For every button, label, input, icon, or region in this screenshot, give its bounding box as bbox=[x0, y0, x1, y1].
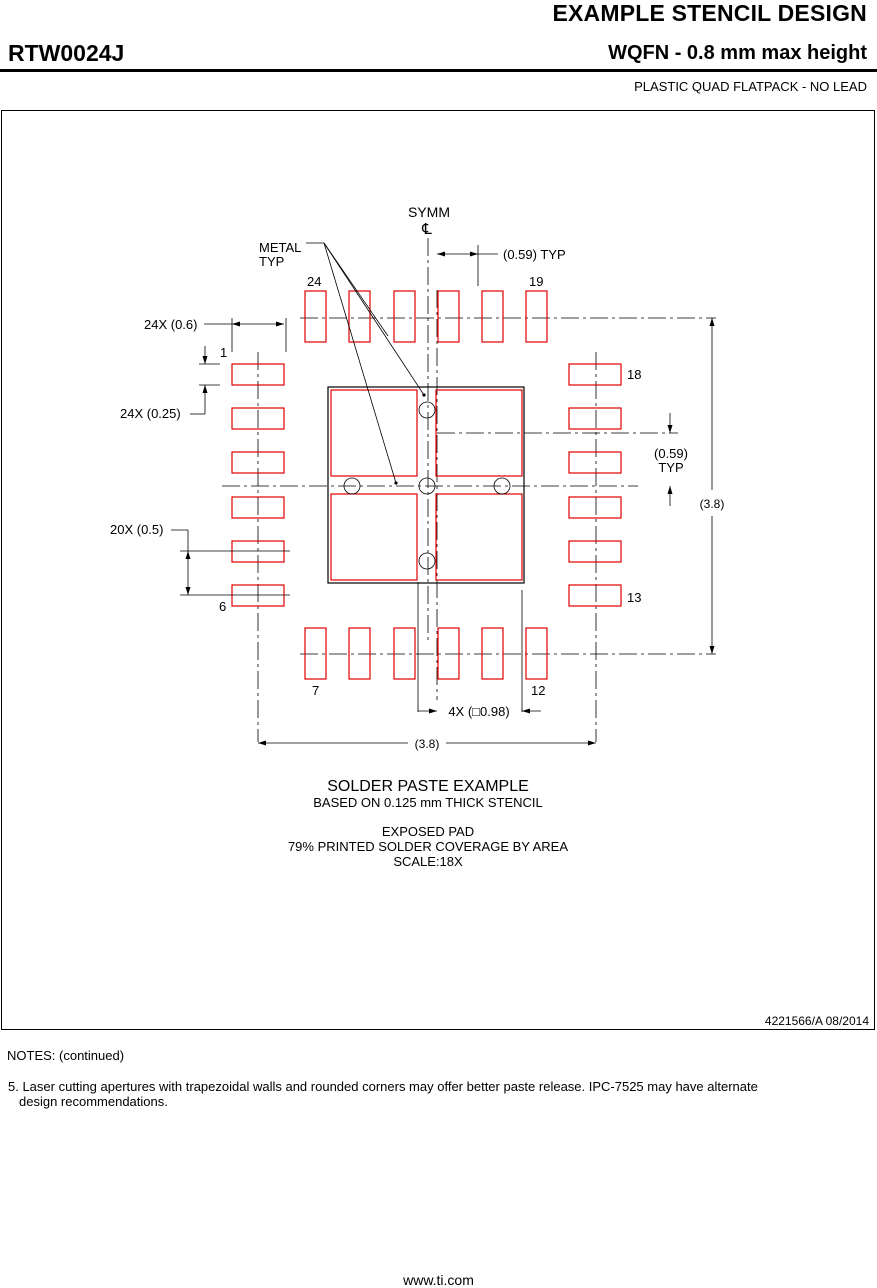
caption-stencil: BASED ON 0.125 mm THICK STENCIL bbox=[313, 795, 543, 810]
pad bbox=[348, 627, 371, 680]
dim-pitch-right-typ-label: TYP bbox=[658, 460, 683, 475]
pad bbox=[231, 407, 285, 430]
metal-label: METAL bbox=[259, 240, 301, 255]
pad bbox=[231, 451, 285, 474]
pad bbox=[231, 584, 285, 607]
pad bbox=[231, 540, 285, 563]
dim-width-label: (3.8) bbox=[415, 737, 440, 751]
dim-pad-width bbox=[190, 346, 220, 415]
pad bbox=[568, 496, 622, 519]
dim-height bbox=[709, 318, 715, 654]
pad bbox=[568, 363, 622, 386]
pad bbox=[437, 627, 460, 680]
dim-pad-length-label: 24X (0.6) bbox=[144, 317, 197, 332]
note-5-line-1: 5. Laser cutting apertures with trapezoi… bbox=[8, 1079, 758, 1094]
pad bbox=[304, 627, 327, 680]
dim-exposed-pad bbox=[417, 582, 541, 714]
pad bbox=[231, 496, 285, 519]
bottom-pads bbox=[304, 627, 548, 680]
dim-pad-width-label: 24X (0.25) bbox=[120, 406, 181, 421]
pin-label-7: 7 bbox=[312, 683, 319, 698]
metal-leaders bbox=[306, 242, 426, 485]
right-pads bbox=[568, 363, 622, 607]
caption-title: SOLDER PASTE EXAMPLE bbox=[327, 778, 529, 795]
pin-label-18: 18 bbox=[627, 367, 641, 382]
pad bbox=[304, 290, 327, 343]
pad bbox=[568, 584, 622, 607]
header-rule bbox=[0, 69, 877, 72]
footer-url[interactable]: www.ti.com bbox=[403, 1272, 474, 1288]
note-5: 5. Laser cutting apertures with trapezoi… bbox=[8, 1079, 868, 1109]
document-id: 4221566/A 08/2014 bbox=[765, 1014, 869, 1028]
left-pads bbox=[231, 363, 285, 607]
top-pads bbox=[304, 290, 548, 343]
dim-pitch-top bbox=[437, 245, 498, 286]
symm-label: SYMM bbox=[408, 204, 450, 220]
pad bbox=[481, 290, 504, 343]
pad bbox=[437, 290, 460, 343]
via-circle bbox=[418, 477, 436, 495]
package-name: WQFN - 0.8 mm max height bbox=[608, 42, 867, 64]
pin-label-1: 1 bbox=[220, 345, 227, 360]
pin-label-13: 13 bbox=[627, 590, 641, 605]
document-title: EXAMPLE STENCIL DESIGN bbox=[552, 0, 867, 26]
pad bbox=[231, 363, 285, 386]
pin-label-24: 24 bbox=[307, 274, 321, 289]
dim-height-label: (3.8) bbox=[700, 497, 725, 511]
caption-exposed-pad: EXPOSED PAD bbox=[382, 824, 474, 839]
pin-label-19: 19 bbox=[529, 274, 543, 289]
drawing-frame bbox=[1, 110, 875, 1030]
dim-exposed-pad-label: 4X (□0.98) bbox=[448, 704, 509, 719]
exposed-pad-quadrant bbox=[330, 389, 418, 477]
via-circle bbox=[493, 477, 511, 495]
notes-title: NOTES: (continued) bbox=[7, 1048, 125, 1063]
pad bbox=[348, 290, 371, 343]
exposed-pad-quadrant bbox=[435, 389, 523, 477]
pad bbox=[525, 627, 548, 680]
via-circle bbox=[418, 552, 436, 570]
part-number: RTW0024J bbox=[8, 40, 125, 66]
pin-label-12: 12 bbox=[531, 683, 545, 698]
center-lines bbox=[222, 238, 716, 742]
dim-pitch-right bbox=[667, 413, 673, 506]
pad bbox=[525, 290, 548, 343]
via-circle bbox=[343, 477, 361, 495]
package-description: PLASTIC QUAD FLATPACK - NO LEAD bbox=[634, 79, 867, 94]
dim-pitch-top-label: (0.59) TYP bbox=[503, 247, 566, 262]
pad bbox=[568, 540, 622, 563]
metal-typ-label: TYP bbox=[259, 254, 284, 269]
exposed-pad-quadrant bbox=[435, 493, 523, 581]
pin-label-6: 6 bbox=[219, 599, 226, 614]
dim-pitch-right-label: (0.59) bbox=[654, 446, 688, 461]
caption-coverage: 79% PRINTED SOLDER COVERAGE BY AREA bbox=[288, 839, 568, 854]
pad bbox=[481, 627, 504, 680]
note-5-line-2: design recommendations. bbox=[19, 1094, 168, 1109]
exposed-pad-outline bbox=[327, 386, 525, 584]
exposed-pad-quadrant bbox=[330, 493, 418, 581]
pad bbox=[393, 290, 416, 343]
via-circle bbox=[418, 401, 436, 419]
pad bbox=[568, 407, 622, 430]
dim-width bbox=[258, 740, 596, 746]
pad bbox=[568, 451, 622, 474]
dim-pitch-left bbox=[171, 529, 290, 596]
centerline-icon: ℄ bbox=[421, 221, 432, 238]
dim-pitch-label: 20X (0.5) bbox=[110, 522, 163, 537]
caption-scale: SCALE:18X bbox=[393, 854, 463, 869]
pad bbox=[393, 627, 416, 680]
dim-pad-length bbox=[204, 318, 287, 352]
